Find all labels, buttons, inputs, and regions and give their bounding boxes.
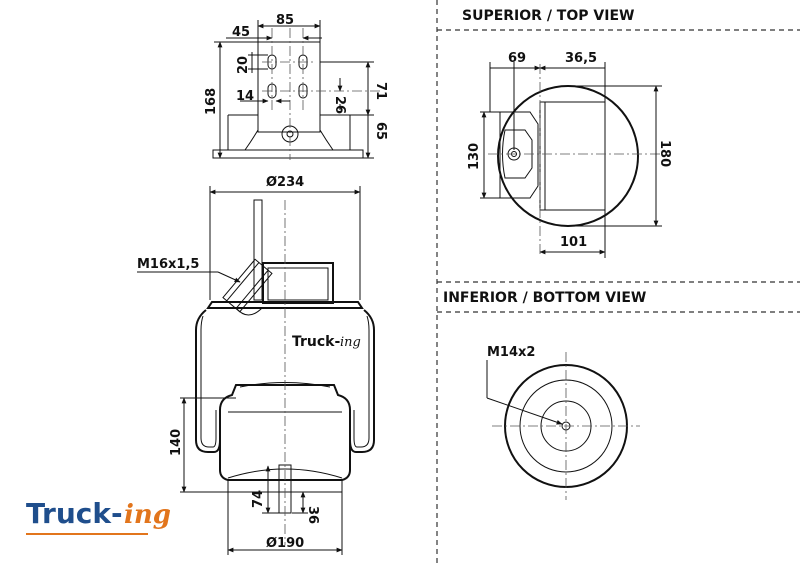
dim-65: 65	[373, 122, 388, 140]
dim-26: 26	[332, 96, 347, 114]
brand-logo-part1: Truck-	[26, 497, 123, 530]
bellows-logo-part1: Truck-	[292, 334, 340, 350]
dim-180: 180	[657, 140, 672, 167]
bellows-logo-part2: ing	[340, 335, 361, 350]
dim-85: 85	[276, 13, 294, 28]
bracket-detail	[212, 20, 380, 160]
brand-logo: Truck- ing	[26, 497, 171, 535]
dim-69: 69	[508, 51, 526, 66]
top-view-title: SUPERIOR / TOP VIEW	[462, 8, 634, 24]
bellows-logo: Truck- ing	[292, 334, 361, 350]
dim-diameter-190: Ø190	[266, 536, 304, 551]
bottom-view-title: INFERIOR / BOTTOM VIEW	[443, 290, 646, 306]
dim-45: 45	[232, 25, 250, 40]
thread-bottom-label: M14x2	[487, 345, 535, 360]
dim-101: 101	[560, 235, 587, 250]
dim-74: 74	[251, 490, 266, 508]
top-view-drawing	[480, 62, 662, 258]
bottom-view-drawing	[486, 352, 640, 500]
dim-20: 20	[236, 56, 251, 74]
dim-140: 140	[169, 429, 184, 456]
brand-logo-part2: ing	[124, 500, 171, 530]
dim-130: 130	[467, 143, 482, 170]
dim-168: 168	[204, 88, 219, 115]
dim-diameter-234: Ø234	[266, 175, 304, 190]
thread-top-label: M16x1,5	[137, 257, 199, 272]
dim-71: 71	[373, 82, 388, 100]
dim-36: 36	[305, 506, 320, 524]
view-separators	[436, 0, 800, 565]
dim-36-5: 36,5	[565, 51, 597, 66]
side-section-view	[137, 186, 375, 555]
dim-14: 14	[236, 89, 254, 104]
